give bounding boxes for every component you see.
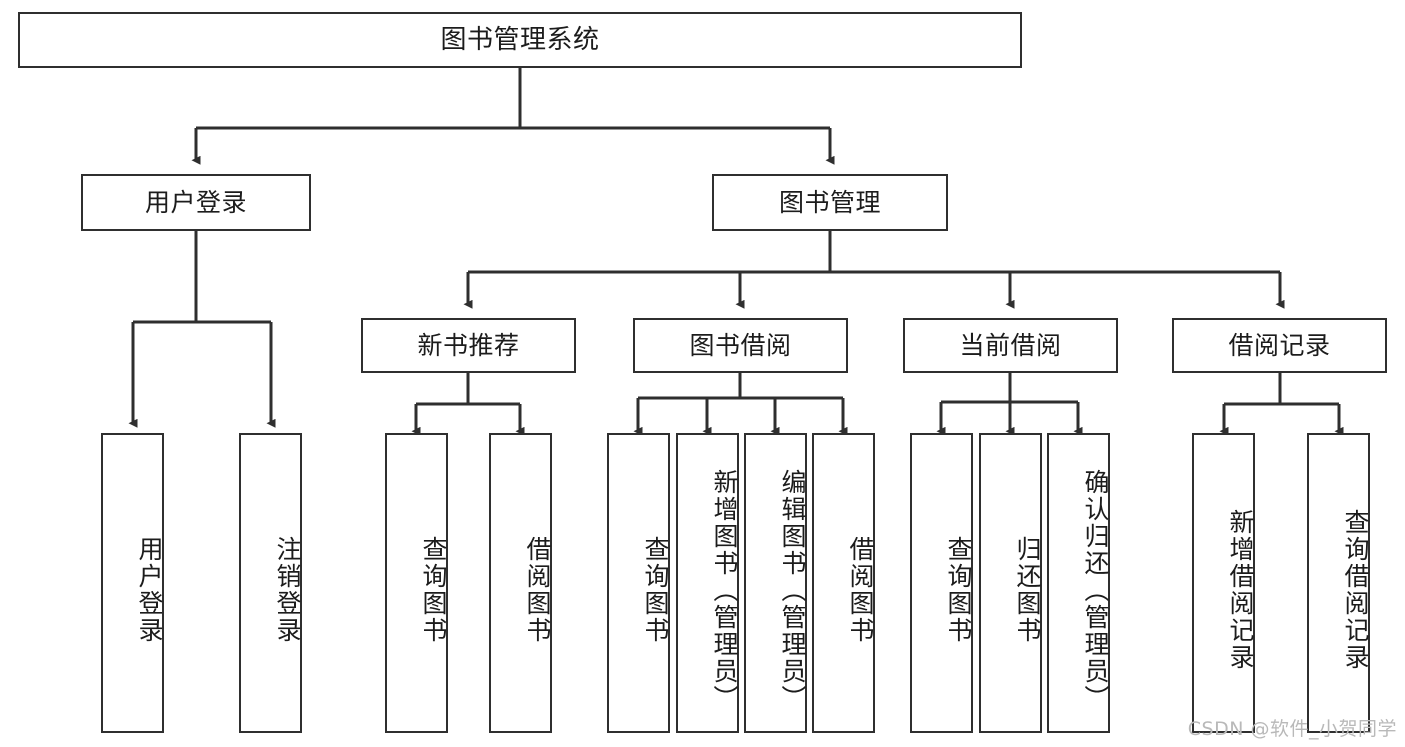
- node-label: 确认归还（管理员）: [1081, 468, 1110, 712]
- node-label: 当前借阅: [959, 330, 1062, 360]
- node-label: 查询图书: [419, 536, 448, 644]
- node-label: 新增图书（管理员）: [710, 468, 739, 712]
- node-root-system[interactable]: 图书管理系统: [18, 12, 1022, 68]
- node-leaf-br-query-record[interactable]: 查询借阅记录: [1307, 433, 1370, 733]
- node-label: 图书借阅: [689, 330, 792, 360]
- node-borrow-records[interactable]: 借阅记录: [1172, 318, 1387, 373]
- node-book-borrow[interactable]: 图书借阅: [633, 318, 848, 373]
- node-leaf-logout[interactable]: 注销登录: [239, 433, 302, 733]
- node-label: 图书管理系统: [440, 24, 600, 55]
- node-label: 编辑图书（管理员）: [778, 468, 807, 712]
- node-label: 用户登录: [135, 536, 164, 644]
- node-label: 图书管理: [778, 187, 881, 217]
- node-label: 用户登录: [144, 187, 247, 217]
- node-leaf-nb-borrow-book[interactable]: 借阅图书: [489, 433, 552, 733]
- node-new-book-recommend[interactable]: 新书推荐: [361, 318, 576, 373]
- node-book-management[interactable]: 图书管理: [712, 174, 948, 231]
- node-leaf-cb-return-book[interactable]: 归还图书: [979, 433, 1042, 733]
- csdn-watermark: CSDN @软件_小贺同学: [1187, 718, 1397, 740]
- node-user-login[interactable]: 用户登录: [81, 174, 311, 231]
- node-leaf-nb-query-book[interactable]: 查询图书: [385, 433, 448, 733]
- node-leaf-bb-edit-book-admin[interactable]: 编辑图书（管理员）: [744, 433, 807, 733]
- node-leaf-user-login[interactable]: 用户登录: [101, 433, 164, 733]
- node-leaf-cb-confirm-return-admin[interactable]: 确认归还（管理员）: [1047, 433, 1110, 733]
- node-leaf-bb-add-book-admin[interactable]: 新增图书（管理员）: [676, 433, 739, 733]
- node-label: 借阅图书: [523, 536, 552, 644]
- node-leaf-cb-query-book[interactable]: 查询图书: [910, 433, 973, 733]
- node-label: 查询借阅记录: [1341, 509, 1370, 671]
- node-leaf-bb-query-book[interactable]: 查询图书: [607, 433, 670, 733]
- node-leaf-br-add-record[interactable]: 新增借阅记录: [1192, 433, 1255, 733]
- node-label: 新书推荐: [417, 330, 520, 360]
- node-label: 查询图书: [641, 536, 670, 644]
- node-current-borrow[interactable]: 当前借阅: [903, 318, 1118, 373]
- node-label: 注销登录: [273, 536, 302, 644]
- node-label: 新增借阅记录: [1226, 509, 1255, 671]
- node-leaf-bb-borrow-book[interactable]: 借阅图书: [812, 433, 875, 733]
- node-label: 查询图书: [944, 536, 973, 644]
- node-label: 归还图书: [1013, 536, 1042, 644]
- node-label: 借阅图书: [846, 536, 875, 644]
- node-label: 借阅记录: [1228, 330, 1331, 360]
